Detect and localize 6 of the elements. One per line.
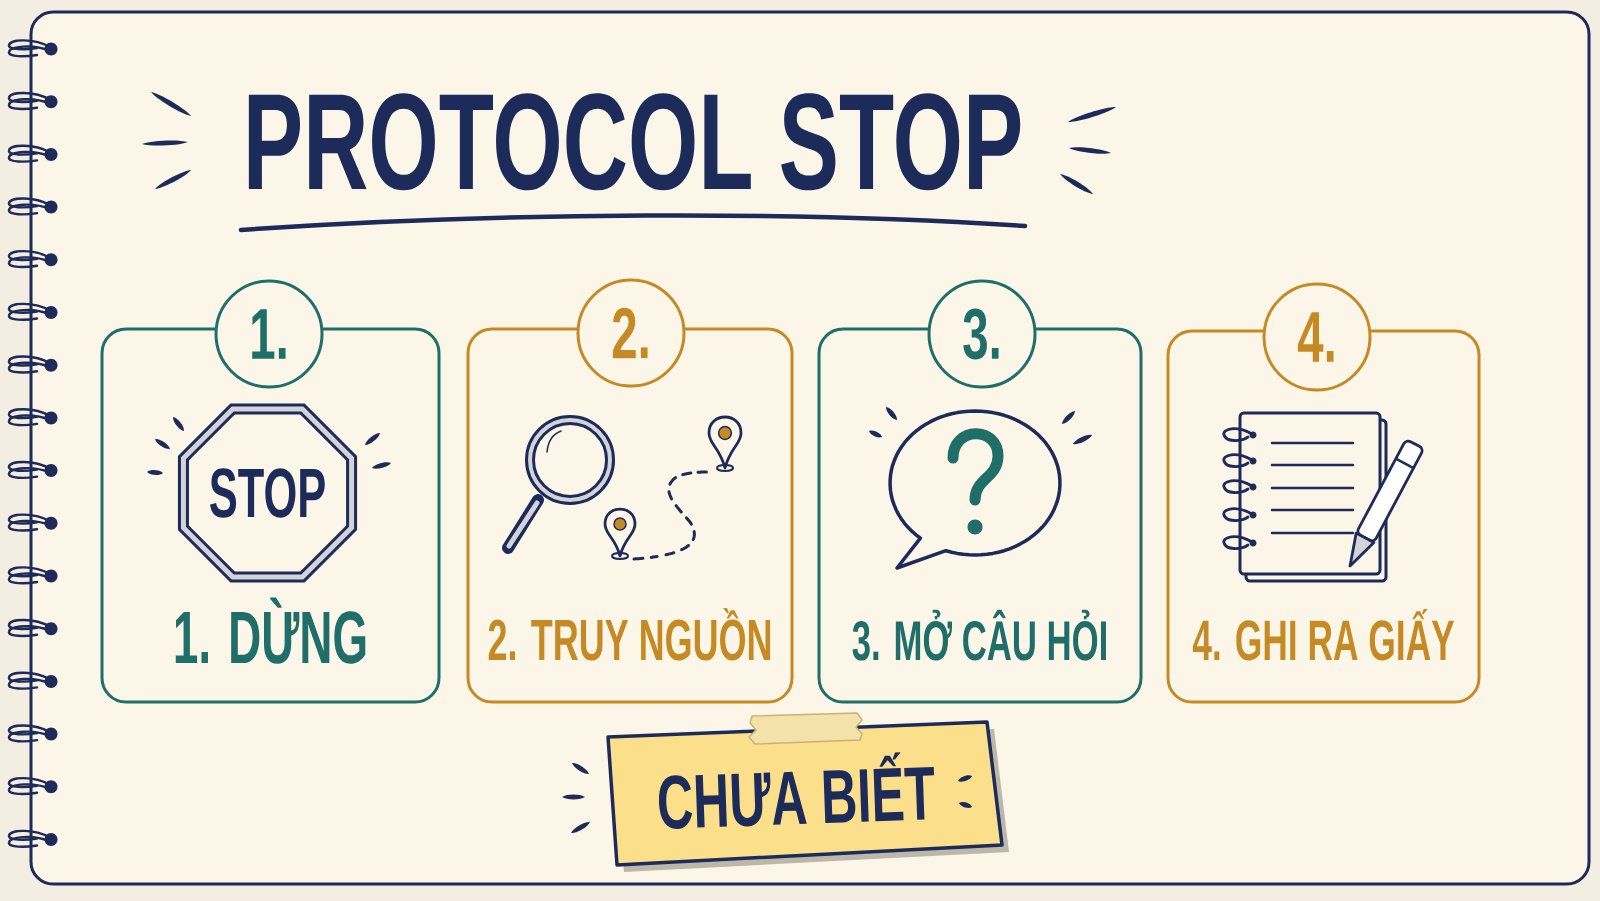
number-badge: 1. xyxy=(214,279,324,389)
number-badge: 4. xyxy=(1262,282,1372,392)
number-badge: 2. xyxy=(576,278,686,388)
title: PROTOCOL STOP xyxy=(248,93,1021,191)
sticky-note: CHƯA BIẾT xyxy=(606,720,1009,872)
number-badge: 3. xyxy=(927,279,1037,389)
